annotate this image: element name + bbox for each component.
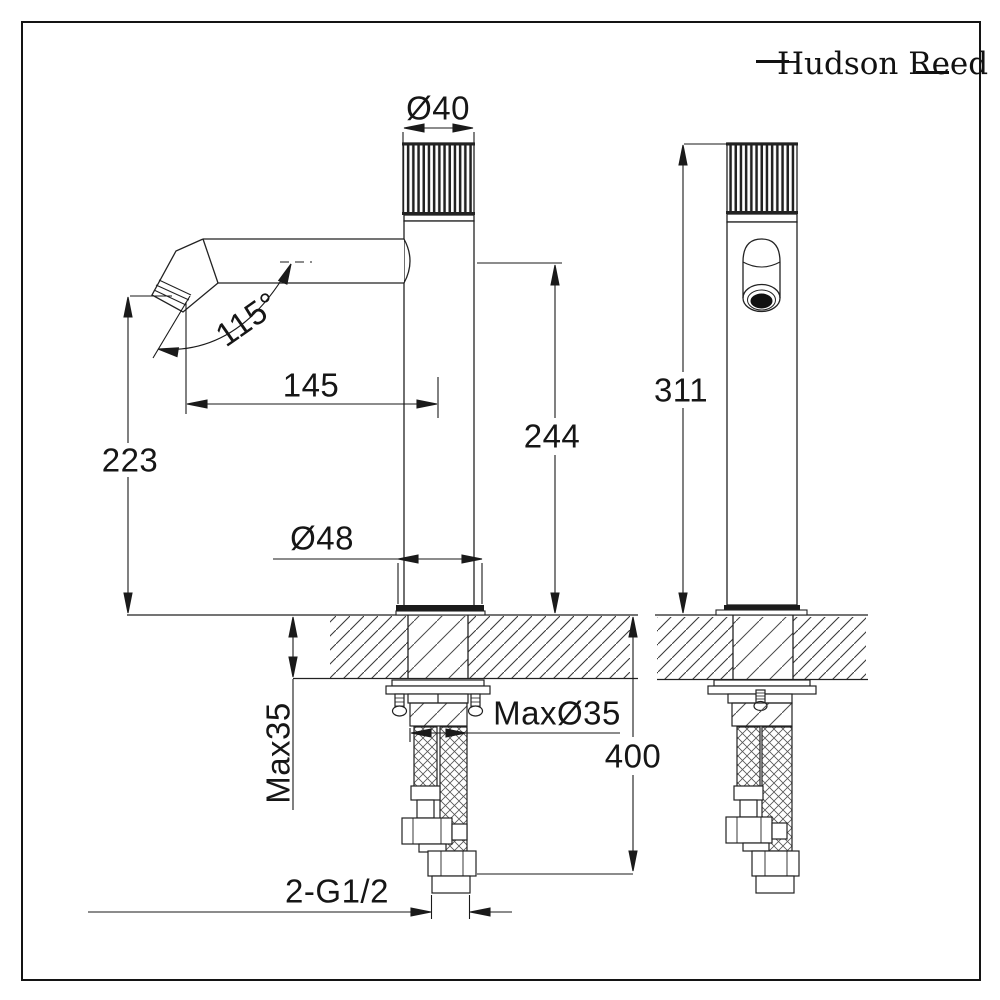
dimension-lines (88, 123, 727, 919)
dimension-inlet-thread (88, 895, 512, 919)
dimension-spout-reach (185, 302, 439, 418)
label-base-diameter: Ø48 (290, 519, 354, 557)
side-view-tap (715, 142, 808, 616)
label-spout-outlet-height: 223 (101, 441, 159, 479)
dimension-max-deck-thickness (288, 616, 298, 810)
dimension-overall-height (678, 143, 727, 614)
dimension-hose-length (477, 616, 638, 875)
label-handle-diameter: Ø40 (406, 89, 470, 127)
drawing-border-frame (21, 21, 981, 981)
spout-end-dome (742, 238, 781, 263)
label-spout-reach: 145 (282, 366, 340, 404)
handle-knurl (402, 142, 475, 215)
spout-nozzle (151, 238, 219, 313)
label-hose-length: 400 (604, 737, 662, 775)
dimension-base-diameter (273, 554, 483, 604)
front-view-tap (151, 142, 486, 616)
dimension-spout-outlet-height (123, 295, 172, 614)
deck-section (127, 614, 868, 681)
spout-outlet (750, 293, 773, 309)
brand-logo-underline (916, 71, 949, 74)
label-overall-height: 311 (653, 371, 709, 409)
label-max-hole-diameter: MaxØ35 (493, 694, 621, 732)
brand-logo-dash (756, 60, 789, 63)
handle-knurl (726, 142, 798, 214)
dimension-spout-angle (152, 261, 312, 359)
label-max-deck-thickness: Max35 (259, 702, 297, 804)
label-height-to-spout: 244 (523, 417, 581, 455)
front-undermount-assembly (385, 679, 491, 894)
dimension-max-hole-diameter (409, 728, 620, 742)
label-inlet-thread: 2-G1/2 (285, 872, 389, 910)
brand-logo: Hudson Reed (777, 46, 989, 82)
side-undermount-assembly (707, 679, 817, 894)
dimension-handle-diameter (402, 123, 475, 143)
dimension-height-to-spout (477, 262, 562, 614)
